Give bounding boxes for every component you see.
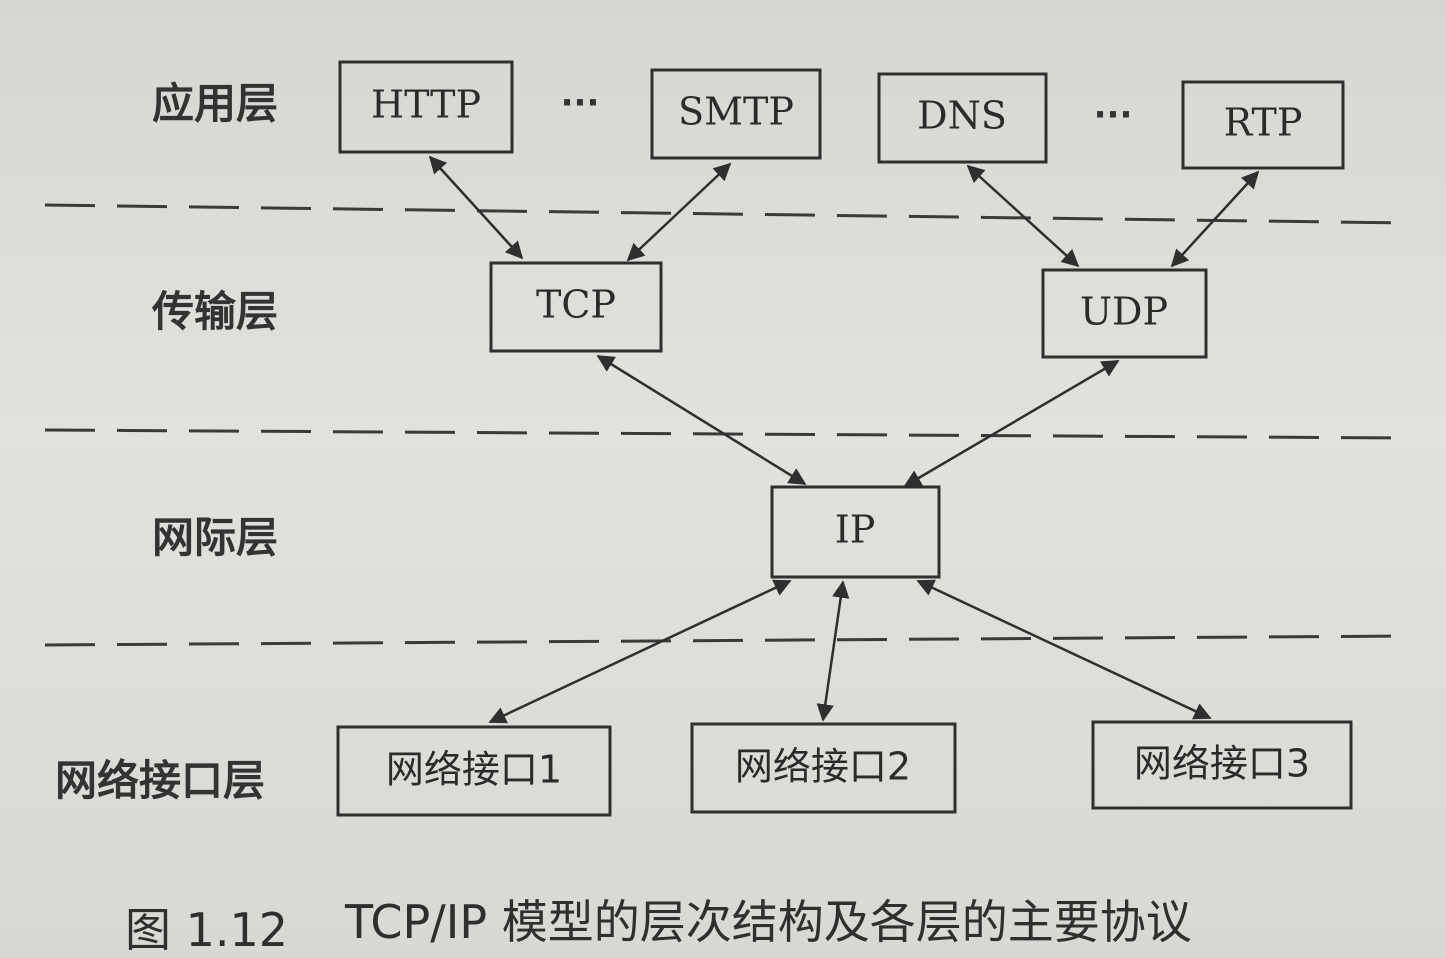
- box-rtp-label: RTP: [1224, 101, 1303, 145]
- box-network-interface-3: 网络接口3: [1091, 720, 1353, 810]
- layer-label-transport: 传输层: [151, 287, 278, 336]
- ellipsis-left: ···: [561, 83, 600, 123]
- box-http-label: HTTP: [371, 83, 481, 127]
- box-network-interface-3-label: 网络接口3: [1134, 742, 1310, 786]
- arrow-http-tcp: [428, 155, 524, 260]
- box-http: HTTP: [338, 60, 514, 154]
- box-smtp-label: SMTP: [678, 90, 794, 134]
- box-ip: IP: [770, 485, 941, 579]
- box-udp-label: UDP: [1080, 290, 1168, 334]
- arrow-udp-ip: [903, 359, 1120, 488]
- layer-label-network-interface: 网络接口层: [55, 756, 265, 805]
- arrow-ip-ni1: [488, 579, 792, 724]
- box-udp: UDP: [1041, 268, 1208, 359]
- arrow-ip-ni2: [816, 580, 850, 722]
- separator-application-transport: [44, 203, 1411, 225]
- layer-label-internet: 网际层: [152, 513, 278, 562]
- caption-number: 图 1.12: [125, 903, 288, 957]
- separator-internet-network: [44, 634, 1411, 647]
- arrow-dns-udp: [966, 164, 1080, 268]
- box-dns-label: DNS: [917, 94, 1007, 138]
- box-network-interface-2: 网络接口2: [690, 722, 957, 814]
- arrow-smtp-tcp: [626, 162, 732, 262]
- box-network-interface-1: 网络接口1: [336, 725, 612, 817]
- arrow-ip-ni3: [916, 579, 1212, 720]
- caption-text: TCP/IP 模型的层次结构及各层的主要协议: [344, 895, 1192, 949]
- arrow-tcp-ip: [596, 354, 807, 486]
- box-tcp: TCP: [489, 261, 663, 353]
- box-network-interface-1-label: 网络接口1: [386, 748, 562, 792]
- box-rtp: RTP: [1181, 80, 1345, 170]
- arrow-rtp-udp: [1170, 170, 1260, 268]
- ellipsis-right: ···: [1094, 95, 1133, 135]
- box-dns: DNS: [877, 72, 1048, 164]
- box-ip-label: IP: [835, 508, 876, 552]
- box-tcp-label: TCP: [536, 283, 616, 327]
- box-network-interface-2-label: 网络接口2: [735, 745, 911, 789]
- box-smtp: SMTP: [650, 68, 822, 160]
- layer-label-application: 应用层: [152, 79, 278, 128]
